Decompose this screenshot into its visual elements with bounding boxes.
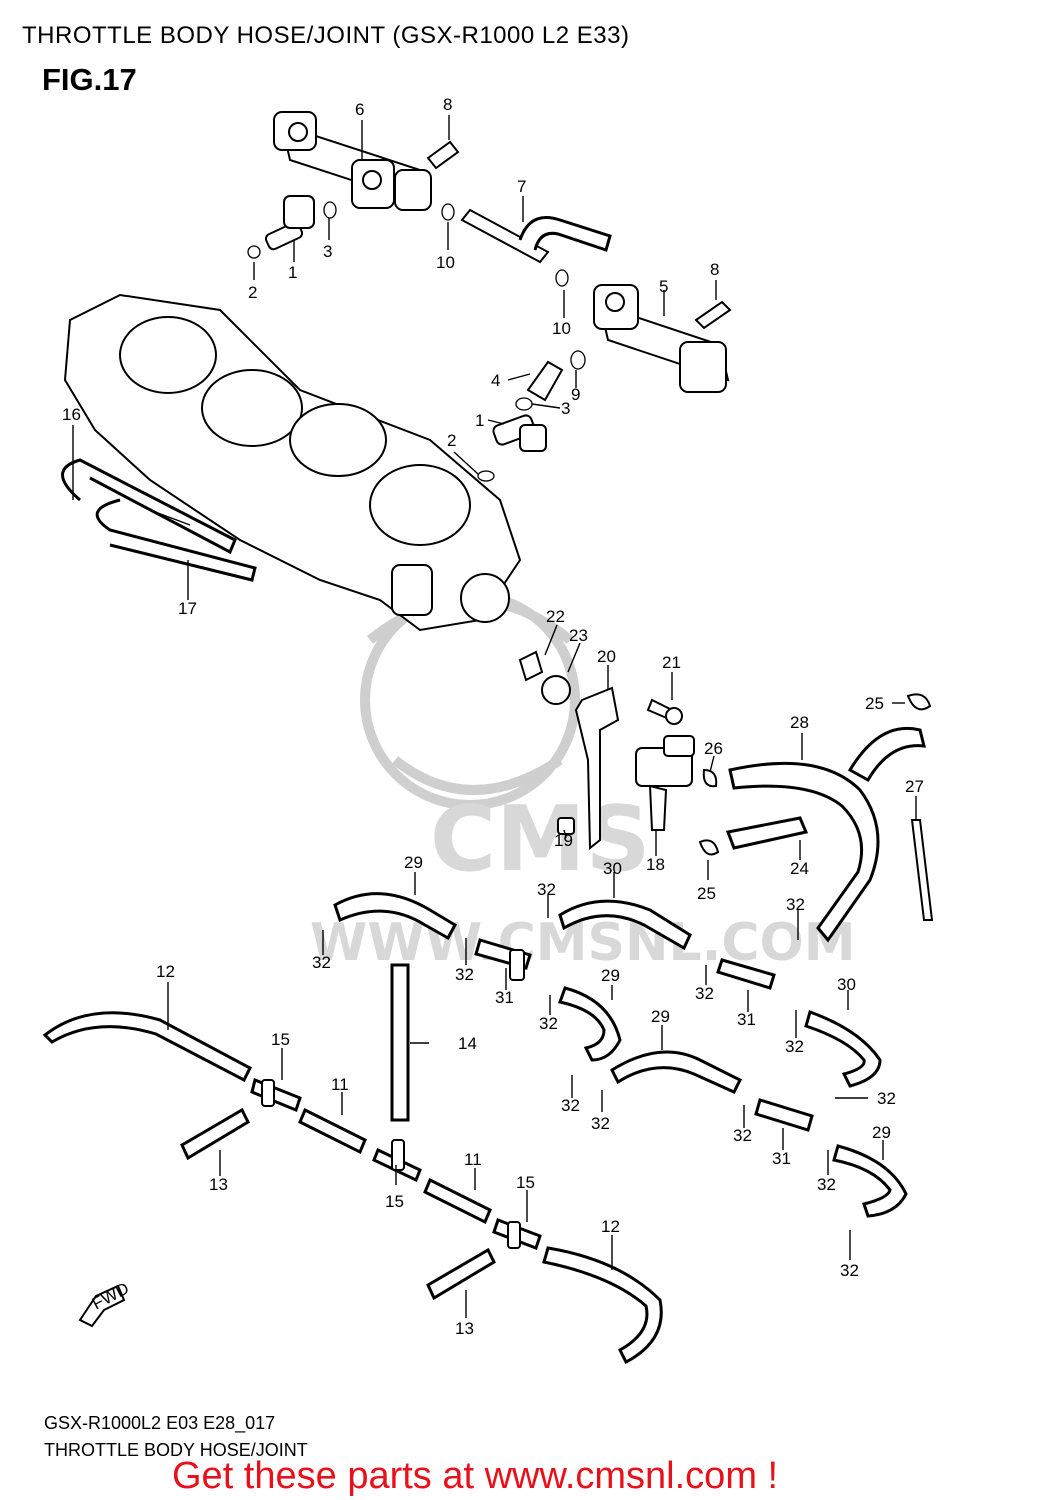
callout-7: 7 — [517, 177, 526, 196]
callout-10: 10 — [552, 319, 571, 338]
callout-2: 2 — [447, 431, 456, 450]
callout-30: 30 — [603, 859, 622, 878]
callout-32: 32 — [537, 880, 556, 899]
callout-32: 32 — [785, 1037, 804, 1056]
callout-31: 31 — [495, 988, 514, 1007]
callout-32: 32 — [786, 895, 805, 914]
figure-number: FIG.17 — [42, 62, 137, 97]
leader-lines — [72, 115, 917, 1318]
throttle-body — [63, 293, 522, 632]
callout-6: 6 — [355, 100, 364, 119]
callout-29: 29 — [651, 1007, 670, 1026]
forward-arrow-icon: FWD — [78, 1279, 132, 1328]
callout-32: 32 — [455, 965, 474, 984]
callout-20: 20 — [597, 647, 616, 666]
callout-21: 21 — [662, 653, 681, 672]
callout-29: 29 — [404, 853, 423, 872]
callout-12: 12 — [601, 1217, 620, 1236]
bolt-upper — [426, 140, 460, 170]
callout-32: 32 — [733, 1126, 752, 1145]
hose-network — [42, 892, 908, 1365]
callout-11: 11 — [331, 1075, 349, 1094]
callout-29: 29 — [601, 966, 620, 985]
callout-11: 11 — [464, 1150, 482, 1169]
callout-23: 23 — [569, 626, 588, 645]
callout-24: 24 — [790, 859, 809, 878]
solenoid-assembly — [518, 650, 720, 856]
callout-12: 12 — [156, 962, 175, 981]
callout-5: 5 — [659, 277, 668, 296]
hose-28 — [725, 693, 934, 943]
callout-15: 15 — [516, 1173, 535, 1192]
callout-4: 4 — [491, 371, 500, 390]
hose-joint-upper — [441, 203, 612, 287]
callout-15: 15 — [385, 1192, 404, 1211]
callout-9: 9 — [571, 385, 580, 404]
callout-27: 27 — [905, 777, 924, 796]
callout-10: 10 — [436, 253, 455, 272]
callout-30: 30 — [837, 975, 856, 994]
callout-26: 26 — [704, 739, 723, 758]
callout-32: 32 — [561, 1096, 580, 1115]
diagram-code: GSX-R1000L2 E03 E28_017 — [44, 1413, 276, 1433]
callout-18: 18 — [646, 855, 665, 874]
watermark: CMS WWW.CMSNL.COM — [310, 590, 855, 973]
callout-3: 3 — [323, 242, 332, 261]
callout-32: 32 — [591, 1114, 610, 1133]
callout-32: 32 — [877, 1089, 896, 1108]
injector-lower — [477, 350, 586, 482]
hose-16-17 — [61, 458, 257, 582]
forward-arrow-label: FWD — [89, 1279, 132, 1314]
callout-8: 8 — [710, 260, 719, 279]
callout-22: 22 — [546, 607, 565, 626]
callout-13: 13 — [209, 1175, 228, 1194]
fuel-rail-lower — [593, 284, 732, 393]
callout-32: 32 — [312, 953, 331, 972]
diagram-title: THROTTLE BODY HOSE/JOINT (GSX-R1000 L2 E… — [22, 22, 630, 49]
fuel-rail-upper — [273, 111, 432, 211]
callout-1: 1 — [475, 411, 484, 430]
callout-28: 28 — [790, 713, 809, 732]
callout-32: 32 — [840, 1261, 859, 1280]
callout-25: 25 — [865, 694, 884, 713]
callout-31: 31 — [737, 1010, 756, 1029]
diagram-caption: THROTTLE BODY HOSE/JOINT — [44, 1440, 308, 1460]
callout-29: 29 — [872, 1123, 891, 1142]
callout-15: 15 — [271, 1030, 290, 1049]
callout-32: 32 — [695, 984, 714, 1003]
callout-19: 19 — [554, 831, 573, 850]
callout-1: 1 — [288, 263, 297, 282]
injector-upper — [247, 195, 337, 259]
callout-3: 3 — [561, 399, 570, 418]
callout-13: 13 — [455, 1319, 474, 1338]
watermark-url: WWW.CMSNL.COM — [310, 913, 855, 973]
callout-14: 14 — [458, 1034, 477, 1053]
callout-16: 16 — [62, 405, 81, 424]
callout-32: 32 — [539, 1014, 558, 1033]
callout-32: 32 — [817, 1175, 836, 1194]
callout-31: 31 — [772, 1149, 791, 1168]
callout-labels: 6 8 7 3 1 2 10 10 8 5 4 9 3 1 2 16 17 22… — [62, 95, 924, 1338]
callout-17: 17 — [178, 599, 197, 618]
promo-link[interactable]: Get these parts at www.cmsnl.com ! — [172, 1455, 779, 1497]
callout-8: 8 — [443, 95, 452, 114]
callout-25: 25 — [697, 884, 716, 903]
callout-2: 2 — [248, 283, 257, 302]
